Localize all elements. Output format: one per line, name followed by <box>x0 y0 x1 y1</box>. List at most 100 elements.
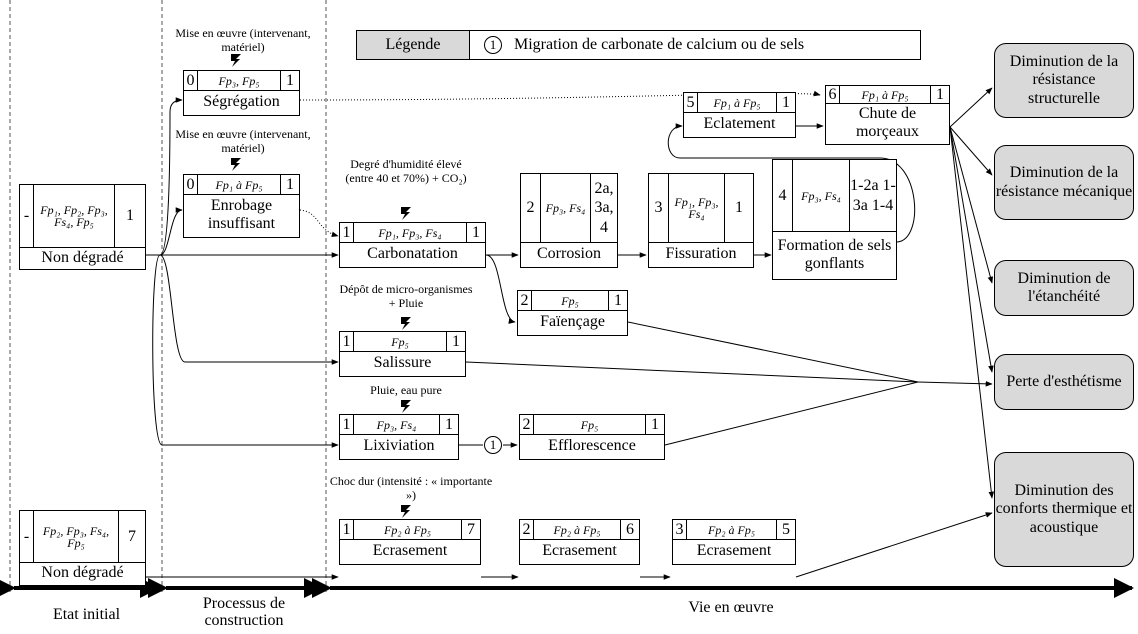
legend-title: Légende <box>357 31 470 59</box>
state-label: Ecrasement <box>542 542 617 560</box>
state-label: Eclatement <box>703 115 776 133</box>
severity-level: 1 <box>286 71 294 89</box>
stage-number: 3 <box>649 174 669 242</box>
consequence-conforts: Diminution des conforts thermique et aco… <box>994 452 1134 567</box>
stage-number: - <box>20 185 34 247</box>
severity-level: 1 <box>782 93 790 111</box>
legend-text: Migration de carbonate de calcium ou de … <box>514 36 805 53</box>
factor-list: Fp₂ à Fp₅ <box>534 520 621 539</box>
stage-number: 4 <box>773 160 793 231</box>
factor-list: Fp₂, Fp₃, Fs₄, Fp₅ <box>34 511 119 562</box>
consequence-resistance-structurelle: Diminution de la résistance structurelle <box>994 43 1134 118</box>
phase-vie-en-oeuvre: Vie en œuvre <box>688 599 774 616</box>
stage-number: 1 <box>340 332 354 351</box>
factor-list: Fp₅ <box>354 332 447 351</box>
severity-level: 5 <box>782 520 790 538</box>
factor-list: Fp₅ <box>534 415 646 434</box>
severity-level: 1 <box>651 415 659 433</box>
factor-list: Fp₃, Fs₄ <box>541 174 591 242</box>
state-label: Ecrasement <box>696 542 772 560</box>
condition-enrobage: Mise en œuvre (intervenant, matériel) <box>175 127 311 155</box>
consequence-etancheite: Diminution de l'étanchéité <box>994 260 1134 316</box>
legend: Légende 1 Migration de carbonate de calc… <box>356 30 921 60</box>
factor-list: Fp₁ à Fp₅ <box>198 175 281 194</box>
stage-number: 2 <box>520 520 534 539</box>
condition-lixiviation: Pluie, eau pure <box>370 383 442 397</box>
factor-list: Fp₂ à Fp₅ <box>354 520 462 539</box>
consequence-esthetisme: Perte d'esthétisme <box>994 354 1134 410</box>
state-label: Fissuration <box>665 245 737 263</box>
state-label: Formation de sels gonflants <box>777 236 892 272</box>
stage-number: 0 <box>184 175 198 194</box>
state-label: Faïençage <box>540 313 605 331</box>
bolt-icon <box>401 207 411 220</box>
state-non-degrade-2: -Fp₂, Fp₃, Fs₄, Fp₅ 7 Non dégradé <box>19 510 146 586</box>
state-label: Efflorescence <box>548 437 636 455</box>
migration-marker: 1 <box>484 436 502 454</box>
stage-number: 2 <box>521 174 541 242</box>
bolt-icon <box>401 317 411 330</box>
severity-level: 1 <box>614 291 622 309</box>
state-label: Corrosion <box>537 245 601 263</box>
bolt-icon <box>401 505 411 518</box>
factor-list: Fp₃, Fs₄ <box>354 415 440 434</box>
state-label: Non dégradé <box>41 564 124 582</box>
state-label: Enrobage insuffisant <box>207 197 276 232</box>
factor-list: Fp₃, Fp₅ <box>198 71 281 90</box>
bolt-icon <box>401 400 411 413</box>
legend-marker: 1 <box>484 36 502 54</box>
severity-level: 1 <box>452 332 460 350</box>
factor-list: Fp₅ <box>532 291 609 310</box>
condition-ecrasement: Choc dur (intensité : « importante ») <box>329 474 493 502</box>
bolt-icon <box>231 158 241 171</box>
factor-list: Fp₁ à Fp₅ <box>840 86 931 103</box>
stage-number: 5 <box>684 93 698 112</box>
state-label: Ségrégation <box>203 93 280 111</box>
state-label: Ecrasement <box>372 542 448 560</box>
phase-etat-initial: Etat initial <box>52 606 121 623</box>
stage-number: 2 <box>520 415 534 434</box>
state-label: Non dégradé <box>41 248 124 266</box>
severity-level: 1 <box>472 223 480 241</box>
stage-number: 2 <box>518 291 532 310</box>
stage-number: 3 <box>673 520 687 539</box>
state-label: Chute de morçeaux <box>855 105 920 140</box>
stage-number: 0 <box>184 71 198 90</box>
severity-level: 1 <box>445 415 453 433</box>
severity-level: 7 <box>128 527 136 545</box>
severity-level: 1 <box>126 207 134 224</box>
state-label: Lixiviation <box>363 437 435 455</box>
factor-list: Fp₃, Fs₄ <box>793 160 850 231</box>
condition-carbonatation: Degré d'humidité élevé (entre 40 et 70%)… <box>345 157 467 185</box>
condition-salissure: Dépôt de micro-organismes + Pluie <box>339 282 473 310</box>
state-label: Salissure <box>373 354 432 372</box>
severity-level: 2a, 3a, 4 <box>594 180 614 236</box>
factor-list: Fp₂ à Fp₅ <box>687 520 777 539</box>
phase-processus-construction: Processus de construction <box>202 595 286 629</box>
severity-level: 1 <box>936 85 944 103</box>
stage-number: - <box>20 511 34 562</box>
factor-list: Fp₁, Fp₃, Fs₄ <box>354 223 467 242</box>
severity-level: 1 <box>735 199 743 216</box>
severity-level: 6 <box>626 520 634 538</box>
consequence-resistance-mecanique: Diminution de la résistance mécanique <box>994 145 1134 220</box>
stage-number: 1 <box>340 520 354 539</box>
state-label: Carbonatation <box>367 245 458 263</box>
